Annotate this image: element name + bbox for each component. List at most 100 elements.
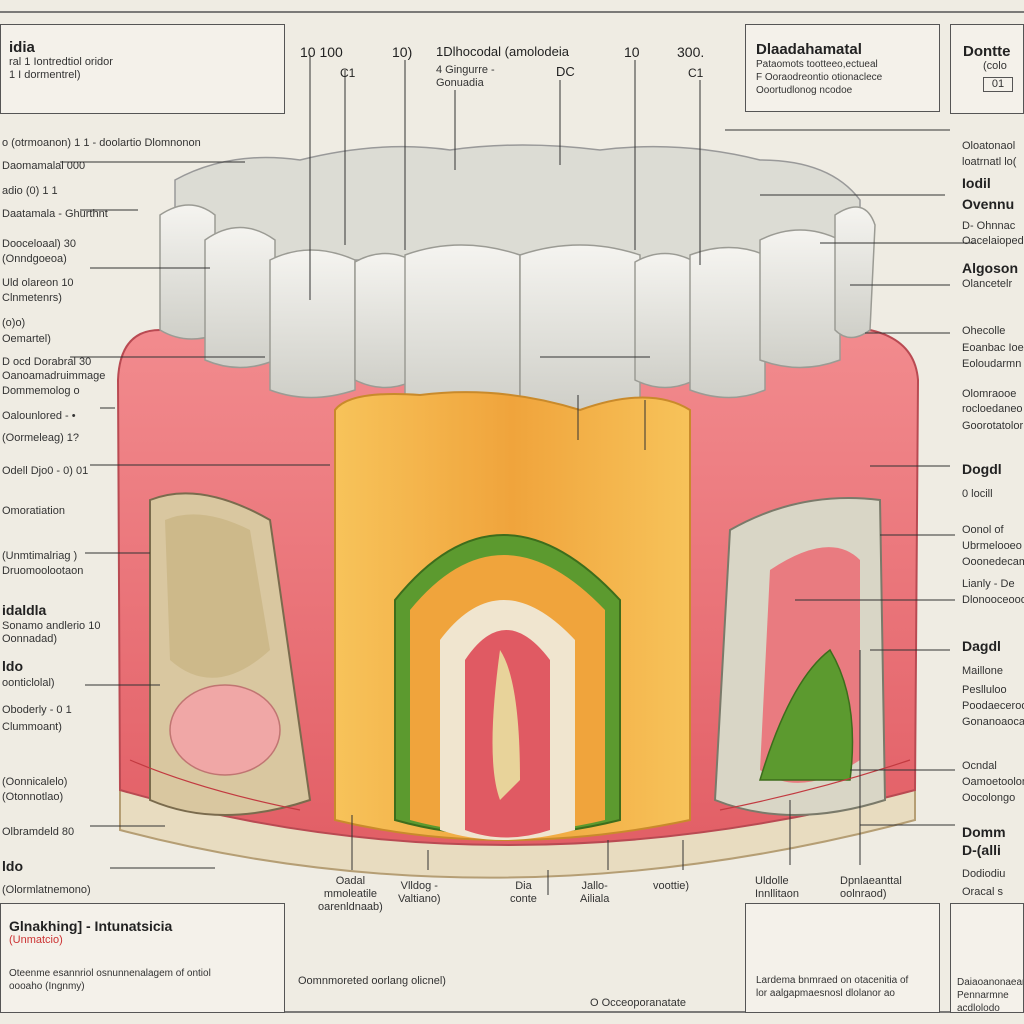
right-label: Domm <box>962 824 1006 840</box>
right-label: Goorotatolor <box>962 420 1024 432</box>
left-label: Sonamo andlerio 10 <box>2 620 101 632</box>
left-label: D ocd Dorabral 30 <box>2 356 92 368</box>
top-left-info-box: idia ral 1 Iontredtiol oridor 1 I dormen… <box>0 24 285 114</box>
bottom-right-label-2: Dpnlaeanttal oolnraod) <box>840 875 902 900</box>
bottom-right-info-box: Lardema bnmraed on otacenitia of lor aal… <box>745 903 940 1013</box>
top-left-title: idia <box>9 39 35 56</box>
left-label: o (otrmoanon) 1 1 - doolartio Dlomnonon <box>2 137 201 149</box>
right-leader-lines <box>725 129 975 826</box>
right-label: Dogdl <box>962 461 1002 477</box>
top-right-info-box: Dlaadahamatal Pataomots tootteeo,ectueal… <box>745 24 940 112</box>
front-teeth-row <box>159 204 876 411</box>
left-label: Oboderly - 0 1 <box>2 704 72 716</box>
left-label: Uld olareon 10 <box>2 277 74 289</box>
top-label-3-sub: 4 Gingurre - Gonuadia <box>436 64 495 89</box>
bottom-label-4: Jallo- Ailiala <box>580 880 610 905</box>
top-left-line2: 1 I dormentrel) <box>9 69 81 81</box>
left-label: Daatamala - Ghurthnt <box>2 208 108 220</box>
bottom-label-1: Oadal mmoleatile oarenldnaab) <box>318 875 383 913</box>
top-label-5: 10 <box>624 44 640 60</box>
right-label: loatrnatl lo( <box>962 156 1017 168</box>
left-label: Dooceloaal) 30 <box>2 238 76 250</box>
bottom-label-5: voottie) <box>653 880 690 892</box>
bottom-center-note: Oomnmoreted oorlang olicnel) <box>298 975 446 987</box>
right-label: Dodiodiu <box>962 868 1006 880</box>
left-label: Olbramdeld 80 <box>2 826 75 838</box>
right-label: Ovennu <box>962 196 1015 212</box>
bottom-leader-lines <box>351 650 861 895</box>
top-label-2: 10) <box>392 44 413 60</box>
left-label: (Oonnicalelo) <box>2 776 68 788</box>
right-label: Oloatonaol <box>962 140 1016 152</box>
right-label: Ooonedecam <box>962 556 1024 568</box>
left-leader-lines <box>60 161 330 869</box>
left-label: Clummoant) <box>2 721 62 733</box>
bottom-center-note2: O Occeoporanatate <box>590 997 687 1009</box>
bottom-left-title: Glnakhing] - Intunatsicia <box>9 918 173 934</box>
left-label: (Onndgoeoa) <box>2 253 67 265</box>
bottom-right-line1: Lardema bnmraed on otacenitia of <box>756 975 909 986</box>
left-label: ldo <box>2 658 23 674</box>
right-label: Iodil <box>962 175 991 191</box>
right-label: Peslluloo <box>962 684 1007 696</box>
right-label: Dagdl <box>962 638 1001 654</box>
right-label: D-(alli <box>962 842 1001 858</box>
left-label: Omoratiation <box>2 505 65 517</box>
right-label: Ohecolle <box>962 325 1006 337</box>
left-label: idaldla <box>2 602 47 618</box>
top-right-line1: Pataomots tootteeo,ectueal <box>756 59 878 70</box>
left-label: Odell Djo0 - 0) 01 <box>2 465 89 477</box>
top-label-1-sub: C1 <box>340 66 356 80</box>
top-right-line3: Ooortudlonog ncodoe <box>756 85 853 96</box>
top-left-line1: ral 1 Iontredtiol oridor <box>9 56 113 68</box>
right-label: Algoson <box>962 260 1018 276</box>
right-label: Oocolongo <box>962 792 1016 804</box>
right-label: Oamoetoolon <box>962 776 1024 788</box>
left-label: Oonnadad) <box>2 633 58 645</box>
right-label: Gonanoaocao <box>962 716 1024 728</box>
right-label: Poodaeceroolo <box>962 700 1024 712</box>
left-label: (Oormeleag) 1? <box>2 432 80 444</box>
left-label: (o)o) <box>2 317 26 329</box>
left-label: (Unmtimalriag ) <box>2 550 78 562</box>
bottom-left-subtitle: (Unmatcio) <box>9 934 63 946</box>
right-label: Lianly - De <box>962 578 1015 590</box>
top-label-4: DC <box>556 64 575 79</box>
right-label: Olancetelr <box>962 278 1013 290</box>
right-root-section <box>713 497 887 816</box>
right-label: Oracal s <box>962 886 1003 898</box>
bottom-label-2: Vlldog - Valtiano) <box>398 880 441 905</box>
central-tooth-section <box>334 391 691 841</box>
right-label: Ocndal <box>962 760 997 772</box>
far-right-line2: 01 <box>983 77 1013 92</box>
far-right-title: Dontte <box>963 43 1011 60</box>
top-label-3: 1Dlhocodal (amolodeia <box>436 44 569 59</box>
left-label: Daomamalal 000 <box>2 160 86 172</box>
left-label: (Otonnotlao) <box>2 791 64 803</box>
top-right-line2: F Ooraodreontio otionaclece <box>756 72 883 83</box>
left-label: Oalounlored - • <box>2 410 76 422</box>
right-label: Eoanbac Ioen <box>962 342 1024 354</box>
left-label: Oemartel) <box>2 333 51 345</box>
bottom-label-3: Dia conte <box>510 880 537 905</box>
right-label: D- Ohnnac <box>962 220 1016 232</box>
far-right-line1: (colo <box>983 60 1007 72</box>
top-leader-lines <box>309 55 701 450</box>
top-label-6-sub: C1 <box>688 66 704 80</box>
right-label: Olomraooe <box>962 388 1017 400</box>
far-bottom-right-info-box: Daiaoanonaeamcoteed Pennarmne acdlolodo <box>950 903 1024 1013</box>
left-label: oonticlolal) <box>2 677 55 689</box>
bottom-left-info-box: Glnakhing] - Intunatsicia (Unmatcio) Ote… <box>0 903 285 1013</box>
far-bottom-right-line2: Pennarmne acdlolodo <box>957 990 1009 1013</box>
left-label: ldo <box>2 858 23 874</box>
left-label: adio (0) 1 1 <box>2 185 58 197</box>
bottom-left-line2: oooaho (Ingnmy) <box>9 981 85 992</box>
right-label: 0 locill <box>962 488 993 500</box>
left-label: Oanoamadruimmage <box>2 370 106 382</box>
left-label: (Olormlatnemono) <box>2 884 91 896</box>
top-right-title: Dlaadahamatal <box>756 41 862 58</box>
bottom-right-line2: lor aalgapmaesnosl dlolanor ao <box>756 988 895 999</box>
back-teeth-row <box>174 144 861 261</box>
